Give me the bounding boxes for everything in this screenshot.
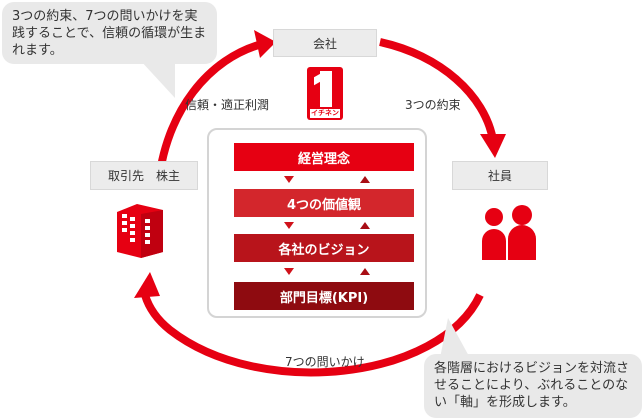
- arc-label-promises: 3つの約束: [405, 98, 461, 112]
- arrowhead-partners: [134, 272, 160, 298]
- hierarchy-values: 4つの価値観: [234, 189, 414, 217]
- up-arrow-icon: [360, 176, 370, 183]
- arc-top-right: [379, 38, 497, 141]
- logo-text: イチネン: [310, 109, 340, 118]
- hierarchy-philosophy: 経営理念: [234, 143, 414, 171]
- arc-top-left: [154, 40, 264, 189]
- bubble-top-tail: [140, 60, 175, 98]
- hierarchy-vision: 各社のビジョン: [234, 234, 414, 262]
- up-arrow-icon: [360, 268, 370, 275]
- company-logo: イチネン: [307, 67, 343, 120]
- arc-bottom: [141, 293, 484, 377]
- hierarchy-kpi: 部門目標(KPI): [234, 282, 414, 310]
- arrowhead-company: [254, 30, 276, 58]
- down-arrow-icon: [284, 222, 294, 229]
- arc-label-questions: 7つの問いかけ: [285, 355, 365, 369]
- node-partners: 取引先 株主: [90, 161, 198, 190]
- up-arrow-icon: [360, 222, 370, 229]
- bubble-bottom-tail: [440, 318, 470, 358]
- down-arrow-icon: [284, 268, 294, 275]
- node-company: 会社: [273, 29, 377, 57]
- bubble-bottom: 各階層におけるビジョンを対流させることにより、ぶれることのない「軸」を形成します…: [424, 354, 642, 418]
- arrowhead-employees: [480, 134, 506, 158]
- logo-numeral-one: [320, 71, 332, 107]
- people-icon: [482, 205, 536, 260]
- down-arrow-icon: [284, 176, 294, 183]
- node-employees: 社員: [452, 161, 548, 190]
- bubble-top: 3つの約束、7つの問いかけを実践することで、信頼の循環が生まれます。: [2, 2, 217, 64]
- arc-label-trust: 信頼・適正利潤: [185, 98, 270, 112]
- building-icon: [117, 204, 163, 258]
